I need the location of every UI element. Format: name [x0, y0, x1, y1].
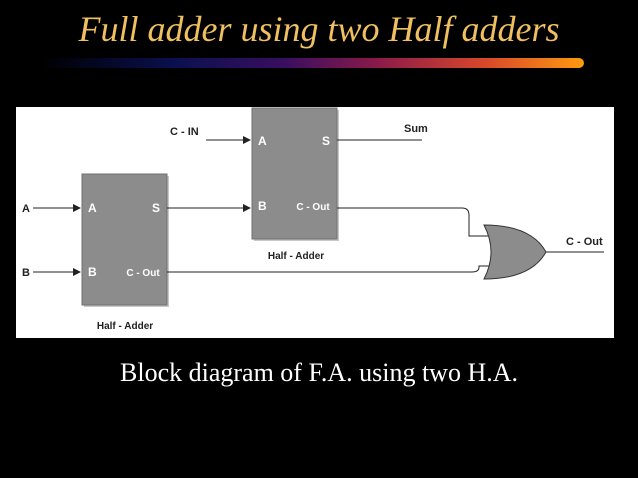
- wire-ha2-cout-to-or: [337, 207, 490, 237]
- or-gate: [483, 224, 547, 280]
- diagram-caption: Block diagram of F.A. using two H.A.: [120, 358, 518, 387]
- half-adder-2-port-b: B: [258, 199, 267, 213]
- half-adder-1-label: Half - Adder: [97, 321, 153, 332]
- wire-ha1-cout-to-or: [167, 265, 490, 273]
- input-cin-label: C - IN: [170, 126, 199, 138]
- half-adder-1-block: [81, 173, 168, 306]
- input-a-label: A: [22, 203, 30, 215]
- half-adder-1-port-s: S: [152, 201, 160, 215]
- slide-title: Full adder using two Half adders: [78, 9, 560, 49]
- half-adder-1-port-cout: C - Out: [126, 268, 160, 279]
- half-adder-2-label: Half - Adder: [268, 251, 324, 262]
- diagram-panel: A S B C - Out Half - Adder A S B C - Out…: [16, 107, 614, 338]
- half-adder-2-port-s: S: [322, 134, 330, 148]
- half-adder-2-port-cout: C - Out: [296, 202, 330, 213]
- output-cout-label: C - Out: [566, 236, 603, 248]
- half-adder-1-port-a: A: [88, 201, 97, 215]
- half-adder-2-port-a: A: [258, 134, 267, 148]
- output-sum-label: Sum: [404, 123, 428, 135]
- half-adder-1-port-b: B: [88, 265, 97, 279]
- title-underline-gradient: [40, 58, 584, 68]
- half-adder-2-block: [251, 107, 338, 240]
- full-adder-diagram: A S B C - Out Half - Adder A S B C - Out…: [22, 107, 604, 332]
- input-b-label: B: [22, 267, 30, 279]
